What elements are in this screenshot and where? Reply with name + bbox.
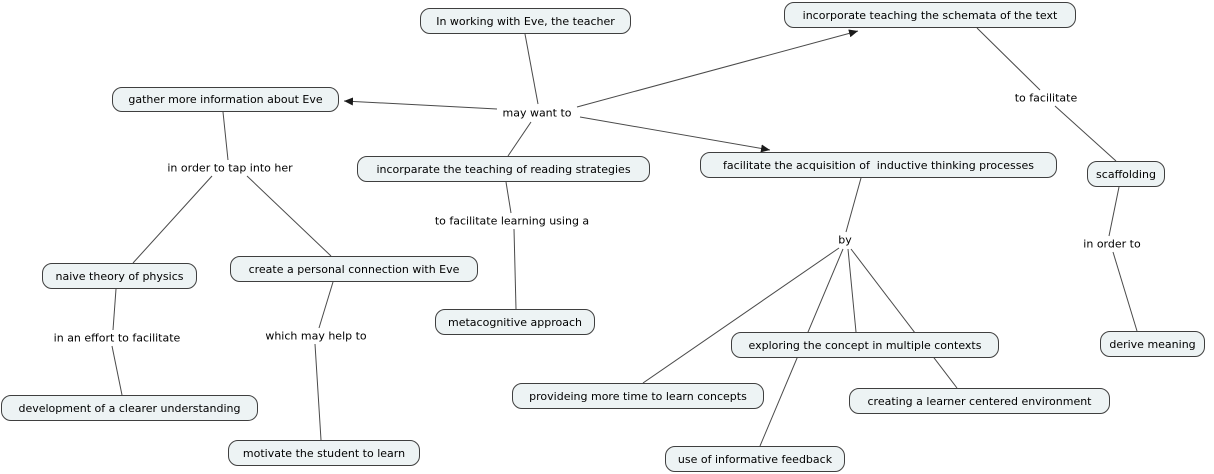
concept-node-motivate[interactable]: motivate the student to learn (228, 440, 420, 466)
edge-schemata-to-to-facilitate (976, 27, 1041, 91)
edge-scaffolding-to-in-order-to (1108, 186, 1120, 237)
edge-by-to-more-time (642, 247, 840, 384)
edge-reading-strategies-to-learning-using-a (505, 181, 512, 214)
edge-naive-physics-to-effort-to-facilitate (112, 288, 117, 331)
edge-teacher-to-may-want-to (524, 33, 539, 105)
link-label-to-facilitate[interactable]: to facilitate (1012, 91, 1080, 105)
concept-node-development[interactable]: development of a clearer understanding (1, 395, 258, 421)
edge-gather-to-tap-into-her (222, 111, 229, 161)
edge-may-want-to-to-inductive (579, 116, 771, 153)
concept-node-learner-centered[interactable]: creating a learner centered environment (849, 388, 1110, 414)
concept-node-personal-connection[interactable]: create a personal connection with Eve (230, 256, 478, 282)
edge-tap-into-her-to-personal-connection (246, 175, 332, 257)
concept-node-more-time[interactable]: provideing more time to learn concepts (512, 383, 764, 409)
concept-node-multiple-contexts[interactable]: exploring the concept in multiple contex… (731, 332, 999, 358)
edge-effort-to-facilitate-to-development (111, 345, 123, 396)
edge-to-facilitate-to-scaffolding (1054, 105, 1117, 162)
edge-tap-into-her-to-naive-physics (132, 175, 213, 264)
concept-node-teacher[interactable]: In working with Eve, the teacher (420, 8, 631, 34)
concept-node-feedback[interactable]: use of informative feedback (665, 446, 845, 472)
concept-node-gather[interactable]: gather more information about Eve (112, 87, 339, 112)
concept-node-metacognitive[interactable]: metacognitive approach (435, 309, 595, 335)
concept-node-scaffolding[interactable]: scaffolding (1087, 161, 1165, 187)
concept-node-reading-strategies[interactable]: incorparate the teaching of reading stra… (357, 156, 650, 182)
link-label-may-want-to[interactable]: may want to (500, 106, 574, 120)
edge-which-may-help-to-to-motivate (314, 343, 322, 441)
edge-inductive-to-by (845, 177, 862, 233)
edge-may-want-to-to-gather (343, 97, 498, 110)
edge-may-want-to-to-schemata (576, 29, 859, 108)
link-label-learning-using-a[interactable]: to facilitate learning using a (432, 214, 592, 228)
edge-may-want-to-to-reading-strategies (507, 121, 532, 157)
link-label-effort-to-facilitate[interactable]: in an effort to facilitate (51, 331, 183, 345)
link-label-in-order-to[interactable]: in order to (1081, 237, 1143, 251)
edge-by-to-learner-centered (850, 248, 958, 389)
concept-node-derive-meaning[interactable]: derive meaning (1100, 331, 1205, 357)
concept-node-schemata[interactable]: incorporate teaching the schemata of the… (784, 2, 1076, 28)
edge-learning-using-a-to-metacognitive (513, 228, 517, 310)
concept-node-inductive[interactable]: facilitate the acquisition of inductive … (700, 152, 1057, 178)
edge-by-to-multiple-contexts (847, 248, 857, 333)
edge-personal-connection-to-which-may-help-to (318, 281, 334, 329)
concept-node-naive-physics[interactable]: naive theory of physics (42, 263, 197, 289)
link-label-which-may-help-to[interactable]: which may help to (263, 329, 369, 343)
link-label-tap-into-her[interactable]: in order to tap into her (165, 161, 295, 175)
edge-in-order-to-to-derive-meaning (1112, 251, 1138, 332)
link-label-by[interactable]: by (836, 233, 854, 247)
